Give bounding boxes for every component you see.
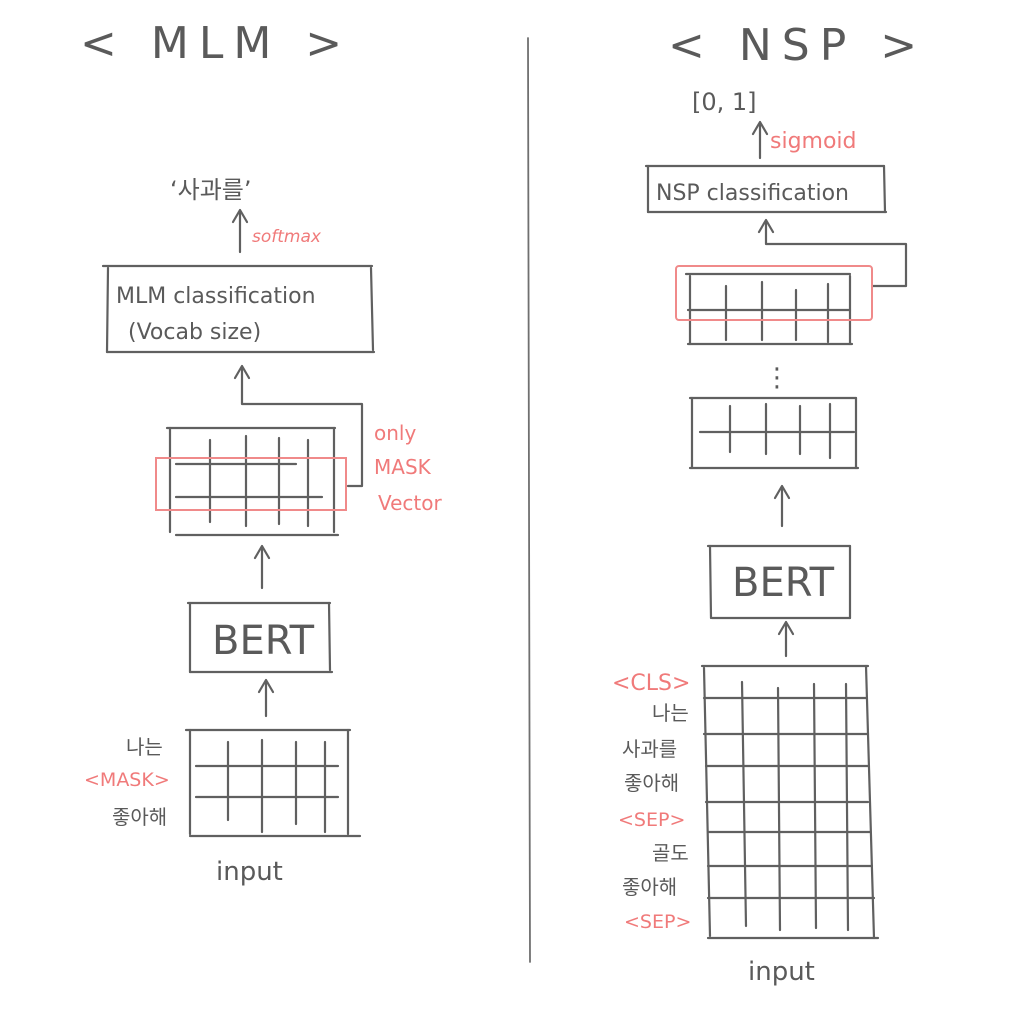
mlm-bert-box xyxy=(186,601,334,674)
mlm-token-0: 나는 xyxy=(126,735,163,759)
nsp-input-matrix xyxy=(700,664,880,940)
nsp-output-range: [0, 1] xyxy=(692,88,757,116)
mlm-note-line2: MASK xyxy=(374,455,432,479)
nsp-token-4: <SEP> xyxy=(618,809,685,831)
nsp-token-5: 골도 xyxy=(652,841,689,865)
mlm-classifier-box xyxy=(101,264,376,354)
nsp-classifier-box xyxy=(644,164,888,214)
nsp-input-to-bert-arrow xyxy=(777,620,795,658)
nsp-cls-vector-highlight xyxy=(675,265,873,321)
mlm-note-line3: Vector xyxy=(378,491,443,515)
mlm-activation-label: softmax xyxy=(252,227,322,247)
nsp-activation-label: sigmoid xyxy=(770,129,857,154)
nsp-token-3: 좋아해 xyxy=(624,771,679,795)
mlm-bert-to-matrix-arrow xyxy=(253,544,271,590)
mlm-panel: < MLM > ‘사과를’ softmax MLM classification… xyxy=(80,18,443,887)
mlm-input-matrix xyxy=(184,728,362,838)
nsp-title: < NSP > xyxy=(668,20,927,71)
nsp-layer-matrix xyxy=(688,396,860,470)
mlm-mask-to-classifier-arrow xyxy=(233,364,364,488)
nsp-top-output-matrix xyxy=(684,272,854,346)
mlm-mask-vector-highlight xyxy=(155,457,347,511)
mlm-token-1: <MASK> xyxy=(84,769,170,791)
nsp-token-2: 사과를 xyxy=(622,737,677,761)
mlm-title: < MLM > xyxy=(80,18,352,69)
nsp-bert-to-matrix-arrow xyxy=(773,484,791,528)
nsp-input-label: input xyxy=(748,957,815,987)
nsp-sigmoid-arrow xyxy=(751,120,769,160)
mlm-token-2: 좋아해 xyxy=(112,805,167,829)
nsp-ellipsis: ⋮ xyxy=(764,363,790,393)
nsp-token-6: 좋아해 xyxy=(622,875,677,899)
mlm-input-to-bert-arrow xyxy=(257,678,275,718)
mlm-output-matrix xyxy=(165,426,340,537)
nsp-token-7: <SEP> xyxy=(624,911,691,933)
mlm-note-line1: only xyxy=(374,421,416,445)
nsp-token-1: 나는 xyxy=(652,701,689,725)
mlm-classifier-label: MLM classification xyxy=(116,284,316,309)
nsp-bert-label: BERT xyxy=(732,560,835,606)
nsp-bert-box xyxy=(706,544,852,620)
nsp-classifier-label: NSP classification xyxy=(656,181,849,206)
mlm-output-token: ‘사과를’ xyxy=(170,176,252,204)
nsp-token-0: <CLS> xyxy=(612,671,690,696)
mlm-bert-label: BERT xyxy=(212,618,315,664)
panel-divider xyxy=(527,37,531,963)
mlm-classifier-sublabel: (Vocab size) xyxy=(128,320,261,345)
nsp-panel: < NSP > [0, 1] sigmoid NSP classificatio… xyxy=(612,20,927,987)
nsp-cls-to-classifier-arrow xyxy=(757,218,908,288)
mlm-softmax-arrow xyxy=(231,208,249,254)
mlm-input-label: input xyxy=(216,857,283,887)
